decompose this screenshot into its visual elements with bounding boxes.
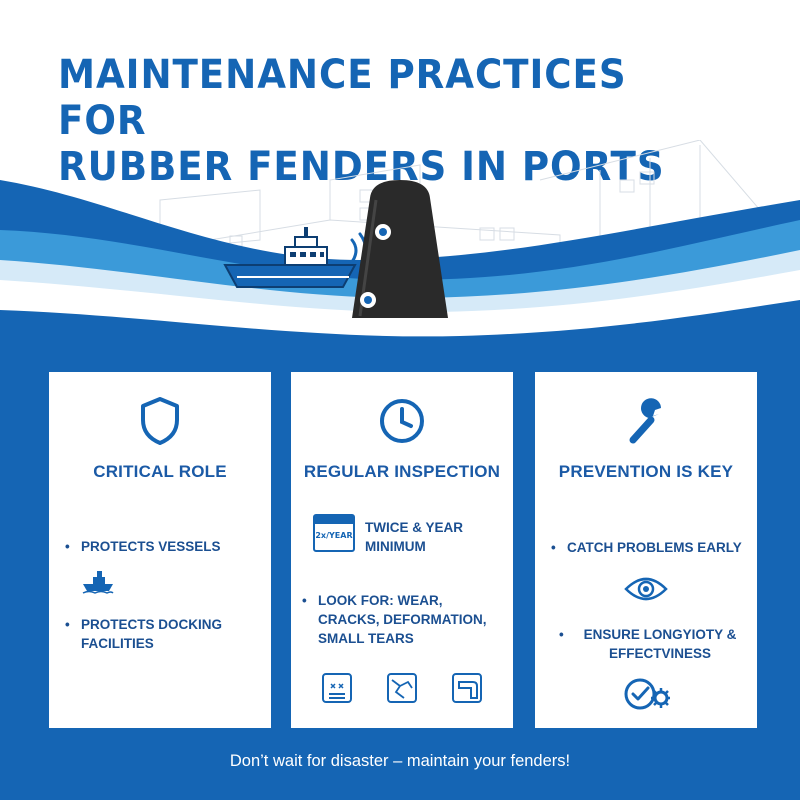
title-line-2: RUBBER FENDERS IN PORTS [58,144,665,190]
card-regular-inspection: REGULAR INSPECTION 2x/YEAR TWICE & YEAR … [291,372,513,728]
wave-front [0,300,800,380]
card-title: PREVENTION IS KEY [558,462,734,481]
calendar-icon: 2x/YEAR [313,514,355,552]
wear-icon [321,672,353,709]
shield-icon [49,396,271,446]
list-item: CATCH PROBLEMS EARLY [551,538,747,557]
check-gear-icon [623,675,671,718]
page-title: MAINTENANCE PRACTICES FOR RUBBER FENDERS… [58,52,709,190]
clock-icon [291,396,513,446]
rubber-fender-illustration [352,180,448,318]
eye-icon [623,574,669,609]
footer-tagline: Don’t wait for disaster – maintain your … [229,752,571,770]
list-item: PROTECTS DOCKING FACILITIES [65,615,261,653]
card-prevention-is-key: PREVENTION IS KEY CATCH PROBLEMS EARLY E… [535,372,757,728]
deformation-icon [451,672,483,709]
list-item: TWICE & YEAR MINIMUM [365,520,464,554]
card-title: REGULAR INSPECTION [303,462,501,481]
hero-illustration [0,140,800,380]
wrench-icon [535,396,757,446]
crack-icon [386,672,418,709]
list-item: ENSURE LONGYIOTY & EFFECTVINESS [559,625,745,663]
list-item: PROTECTS VESSELS [65,537,261,556]
calendar-label: 2x/YEAR [315,531,353,540]
title-line-1: MAINTENANCE PRACTICES FOR [58,52,627,144]
card-title: CRITICAL ROLE [93,462,227,481]
card-critical-role: CRITICAL ROLE PROTECTS VESSELS PROTECTS … [49,372,271,728]
ship-icon [81,568,115,599]
ship [223,227,357,288]
list-item: LOOK FOR: WEAR, CRACKS, DEFORMATION, SMA… [302,591,503,648]
